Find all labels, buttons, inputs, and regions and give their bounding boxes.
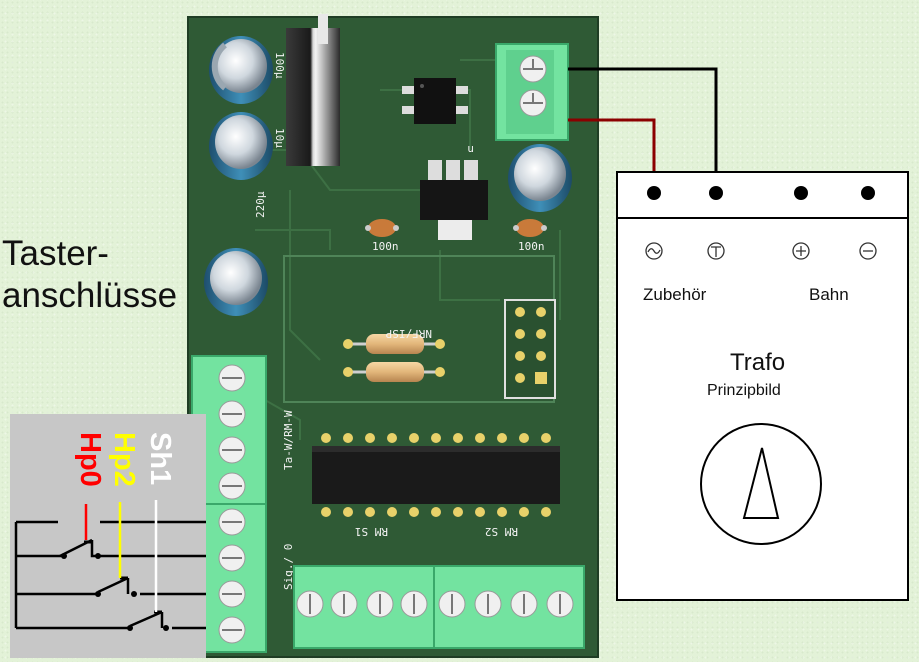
resistor-1	[343, 334, 445, 354]
plus-symbol-icon	[792, 242, 810, 260]
silk-100n-a: 100n	[372, 240, 399, 253]
switch-label-hp0: Hp0	[74, 432, 106, 487]
capacitor-right	[508, 144, 572, 212]
resistor-2	[343, 362, 445, 382]
wires	[568, 67, 718, 192]
capacitor-100u	[209, 36, 273, 104]
capacitor-220u	[204, 248, 268, 316]
ground-symbol-icon	[707, 242, 725, 260]
silk-sig: Sig./ 0	[282, 544, 295, 590]
taster-label-line2: anschlüsse	[2, 276, 178, 315]
trafo-box	[616, 171, 909, 601]
trafo-subtitle: Prinzipbild	[707, 382, 781, 399]
trafo-title: Trafo	[730, 349, 786, 376]
trafo-group-zubehoer: Zubehör	[643, 285, 707, 304]
taster-label-line1: Taster-	[2, 234, 109, 273]
smd-regulator	[420, 160, 488, 240]
silk-rm-s2: RM S2	[485, 525, 518, 538]
smd-chip	[402, 78, 468, 124]
silk-cap-mid: 10µ	[273, 128, 286, 148]
switch-label-sh1: Sh1	[144, 432, 176, 486]
pin-header	[504, 299, 556, 399]
silk-100n-b: 100n	[518, 240, 545, 253]
silk-cap-top: 100µ	[273, 52, 286, 79]
silk-diode: n	[467, 143, 474, 156]
silk-cap-left: 220µ	[254, 191, 267, 218]
terminal-top-right	[495, 43, 569, 141]
minus-symbol-icon	[859, 242, 877, 260]
silk-ta-w: Ta-W/RM-W	[282, 410, 295, 470]
switch-panel	[10, 414, 206, 658]
ceramic-cap-b	[513, 219, 547, 237]
ac-symbol-icon	[645, 242, 663, 260]
pcb-silkscreen: 100µ 10µ 220µ 100n 100n NRF/ISP Ta-W/RM-…	[254, 52, 545, 590]
capacitor-10u	[209, 112, 273, 180]
silk-rm-s1: RM S1	[355, 525, 388, 538]
switch-label-hp2: Hp2	[108, 432, 140, 487]
ceramic-cap-a	[365, 219, 399, 237]
trafo-knob-pointer	[742, 447, 780, 519]
dip-ic	[312, 433, 560, 517]
terminal-bottom	[293, 565, 585, 649]
silk-header: NRF/ISP	[385, 327, 432, 340]
trafo-group-bahn: Bahn	[809, 285, 849, 304]
voltage-regulator	[286, 14, 340, 166]
